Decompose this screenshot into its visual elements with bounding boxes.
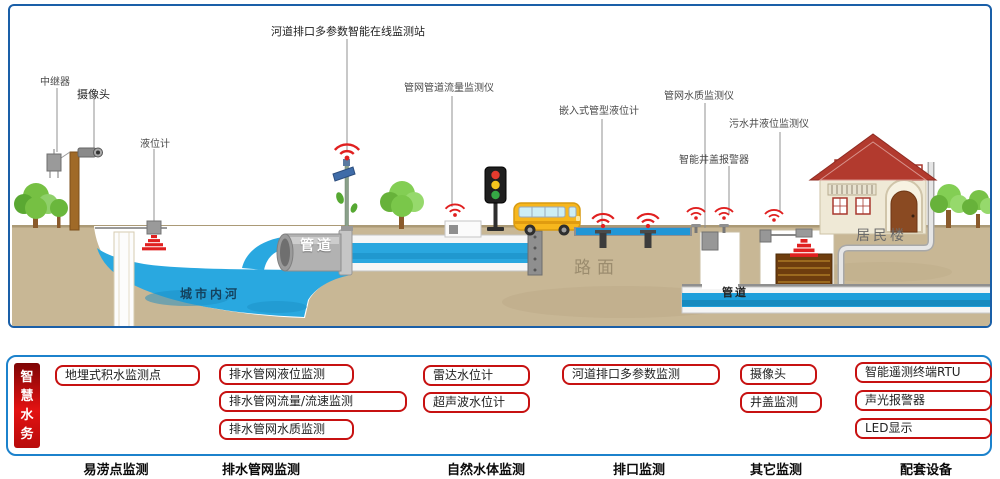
legend-item: 排水管网流量/流速监测 [219, 391, 407, 412]
category-drainage-network: 排水管网监测 [221, 463, 300, 478]
legend-item: LED显示 [855, 418, 992, 439]
label-road-surface: 路面 [574, 258, 620, 278]
surface-channel [574, 212, 692, 248]
wifi-icon [764, 209, 784, 223]
label-pipe-flow: 管网管道流量监测仪 [404, 83, 494, 94]
category-supporting: 配套设备 [899, 463, 952, 478]
label-pipe-cylinder: 管道 [300, 238, 334, 254]
tree-middle [380, 181, 424, 229]
label-camera: 摄像头 [77, 88, 110, 101]
label-sewage-well: 污水井液位监测仪 [729, 119, 809, 130]
label-pipe-right: 管道 [722, 286, 748, 299]
scene-drawing [12, 39, 990, 326]
tree-right-group [930, 184, 990, 228]
category-natural-water: 自然水体监测 [446, 463, 525, 478]
legend-item: 声光报警器 [855, 390, 992, 411]
shore-shaft [113, 231, 135, 326]
category-other: 其它监测 [749, 463, 802, 478]
tree-left-group [14, 183, 68, 228]
legend-item: 井盖监测 [740, 392, 822, 413]
brand-badge: 智慧水务 [14, 363, 40, 448]
river-level-sensor [95, 220, 167, 251]
label-city-river: 城市内河 [180, 287, 241, 301]
camera-pole [60, 147, 103, 231]
house-drain-pipe [837, 162, 935, 284]
label-level-gauge: 液位计 [140, 139, 170, 150]
underground-pipe [347, 230, 543, 276]
bus [513, 202, 581, 236]
traffic-light [484, 166, 507, 231]
illustration-panel: 中继器 摄像头 液位计 河道排口多参数智能在线监测站 管网管道流量监测仪 嵌入式… [8, 4, 992, 328]
wifi-icon [714, 207, 734, 221]
legend-item: 排水管网液位监测 [219, 364, 354, 385]
monitoring-station [332, 143, 361, 231]
label-station: 河道排口多参数智能在线监测站 [271, 25, 425, 38]
legend-item: 雷达水位计 [423, 365, 530, 386]
manhole-shaft [686, 207, 741, 289]
label-manhole-alarm: 智能井盖报警器 [679, 155, 749, 166]
pipe-flow-sensor [444, 203, 482, 238]
legend-item: 超声波水位计 [423, 392, 530, 413]
category-flood-point: 易涝点监测 [83, 463, 149, 478]
bottom-pipe [681, 284, 990, 314]
brand-label: 智慧水务 [20, 369, 34, 442]
outlet-pipe-cylinder [276, 229, 353, 276]
label-embedded-level: 嵌入式管型液位计 [559, 106, 639, 117]
legend-item: 摄像头 [740, 364, 817, 385]
legend-item: 排水管网水质监测 [219, 419, 354, 440]
legend-item: 河道排口多参数监测 [562, 364, 720, 385]
wifi-icon [444, 203, 466, 218]
label-water-quality: 管网水质监测仪 [664, 91, 734, 102]
residential-house [808, 133, 938, 235]
repeater-box [46, 149, 62, 178]
wifi-icon [686, 207, 706, 221]
label-repeater: 中继器 [40, 77, 70, 88]
legend-panel: 智慧水务 地埋式积水监测点 排水管网液位监测 排水管网流量/流速监测 排水管网水… [6, 355, 992, 456]
label-connector-lines [56, 39, 781, 228]
category-outlet: 排口监测 [612, 463, 665, 478]
legend-item: 智能遥测终端RTU [855, 362, 992, 383]
legend-item: 地埋式积水监测点 [55, 365, 200, 386]
label-residential: 居民楼 [856, 228, 907, 244]
